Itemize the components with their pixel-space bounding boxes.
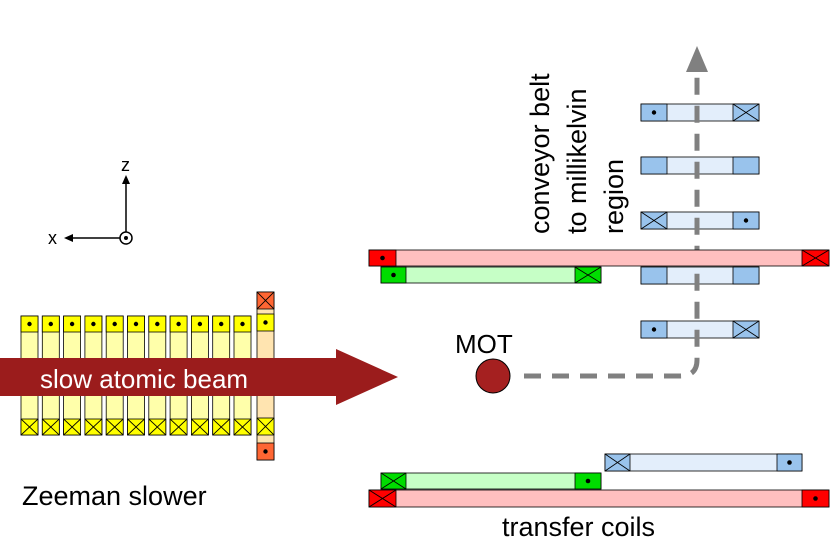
transfer-coil-top-red bbox=[368, 249, 830, 267]
conveyor-label-line2: to millikelvin bbox=[562, 88, 592, 234]
mot-label: MOT bbox=[455, 329, 513, 359]
conveyor-coil bbox=[640, 266, 760, 285]
dot-symbol bbox=[155, 321, 160, 327]
transfer-coil-bottom-blue bbox=[604, 453, 803, 472]
dot-symbol bbox=[651, 110, 657, 115]
mot-cloud bbox=[475, 358, 511, 394]
dot-symbol bbox=[27, 321, 32, 327]
conveyor-coil bbox=[640, 211, 760, 230]
dot-symbol bbox=[651, 327, 657, 332]
atomic-beam-arrow bbox=[0, 349, 398, 405]
dot-symbol bbox=[48, 321, 53, 327]
dot-symbol bbox=[197, 321, 203, 327]
axes-icon bbox=[64, 175, 133, 245]
axis-z-label: z bbox=[121, 155, 130, 175]
dot-symbol bbox=[69, 321, 75, 327]
beam-label: slow atomic beam bbox=[40, 364, 248, 394]
dot-symbol bbox=[743, 218, 749, 223]
conveyor-coil bbox=[640, 320, 760, 339]
dot-symbol bbox=[176, 321, 181, 327]
conveyor-label-line1: conveyor belt bbox=[525, 73, 555, 234]
transfer-coil-bottom-green bbox=[380, 472, 602, 490]
dot-symbol bbox=[112, 321, 117, 327]
conveyor-belt-coils bbox=[640, 103, 760, 339]
dot-symbol bbox=[240, 321, 245, 327]
transfer-coil-top-green bbox=[380, 266, 602, 284]
dot-symbol bbox=[91, 321, 96, 327]
axis-x-label: x bbox=[48, 228, 57, 248]
conveyor-coil bbox=[640, 103, 760, 122]
transport-path bbox=[524, 70, 700, 379]
zeeman-label: Zeeman slower bbox=[22, 481, 207, 511]
conveyor-coil bbox=[640, 156, 760, 175]
conveyor-label-line3: region bbox=[599, 159, 629, 234]
transfer-coil-bottom-red bbox=[368, 489, 830, 508]
transport-arrowhead bbox=[686, 46, 708, 72]
transfer-coils-label: transfer coils bbox=[502, 512, 655, 542]
dot-symbol bbox=[219, 321, 224, 327]
dot-symbol bbox=[133, 321, 139, 327]
